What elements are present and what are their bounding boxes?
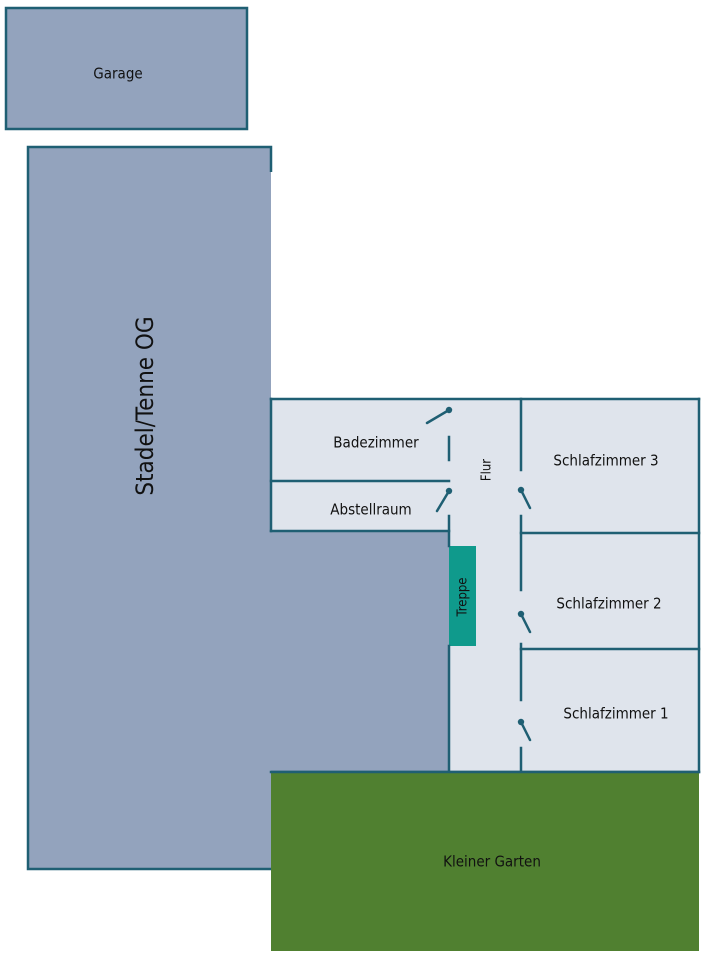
doors (425, 406, 532, 742)
living-right-fill (449, 531, 699, 773)
schlafzimmer1-label[interactable]: Schlafzimmer 1 (563, 705, 668, 723)
door-abstellraum[interactable] (435, 487, 453, 513)
schlafzimmer2-label[interactable]: Schlafzimmer 2 (556, 595, 661, 613)
garage[interactable]: Garage (4, 6, 249, 131)
door-schlafzimmer2[interactable] (517, 610, 532, 634)
badezimmer-label[interactable]: Badezimmer (333, 434, 419, 452)
schlafzimmer3-label[interactable]: Schlafzimmer 3 (553, 452, 658, 470)
abstellraum-label[interactable]: Abstellraum (330, 501, 411, 519)
stadel-tenne[interactable]: Stadel/Tenne OG (26, 145, 449, 871)
garage-area (4, 6, 249, 131)
treppe-block (449, 546, 476, 646)
stadel-area (28, 147, 449, 869)
living-area (271, 399, 699, 773)
garten-area (271, 772, 699, 951)
treppe-label: Treppe (456, 578, 471, 618)
stadel-outline (26, 145, 273, 871)
treppe[interactable]: Treppe (449, 546, 476, 646)
garten-label: Kleiner Garten (443, 853, 541, 871)
living-upper-fill (271, 399, 699, 532)
door-schlafzimmer3[interactable] (517, 486, 532, 510)
flur-label[interactable]: Flur (480, 459, 495, 481)
door-schlafzimmer1[interactable] (517, 718, 532, 742)
garage-label: Garage (93, 65, 142, 83)
kleiner-garten[interactable]: Kleiner Garten (271, 770, 699, 951)
stadel-label: Stadel/Tenne OG (131, 316, 159, 495)
room-labels: Badezimmer Abstellraum Flur Schlafzimmer… (330, 434, 668, 723)
door-badezimmer[interactable] (425, 406, 453, 425)
